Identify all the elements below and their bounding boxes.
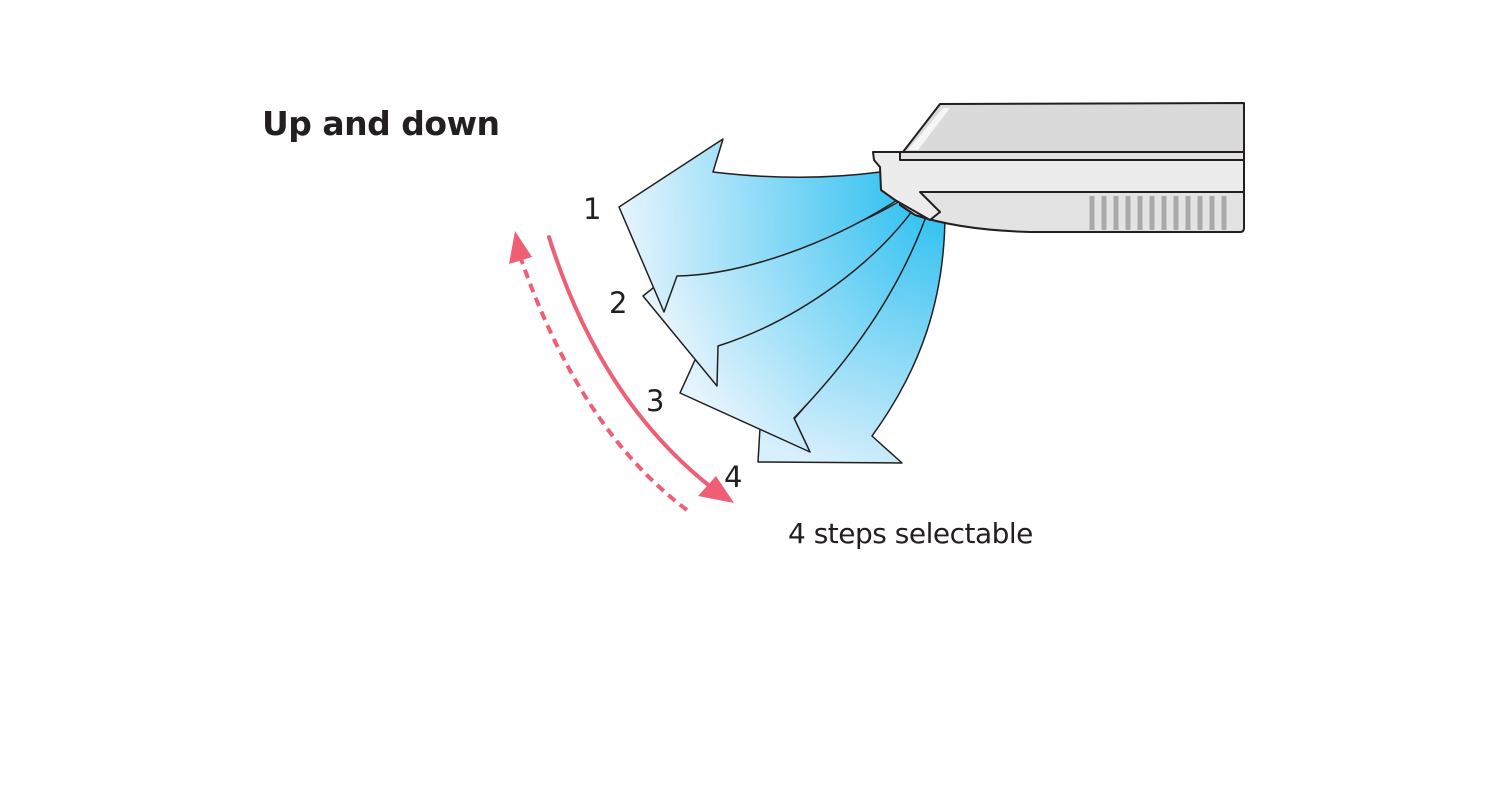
swing-arrowhead-down — [698, 476, 734, 503]
swing-range-arrows-icon — [509, 231, 734, 512]
step-label-2: 2 — [609, 286, 627, 320]
step-label-3: 3 — [646, 384, 664, 418]
airflow-arrows — [618, 138, 946, 464]
swing-arrowhead-up — [509, 231, 532, 264]
vent-slots — [1089, 196, 1227, 230]
swing-arrow-dashed — [518, 255, 689, 512]
diagram-title: Up and down — [262, 104, 500, 143]
airflow-arrow-1 — [618, 138, 906, 313]
step-label-4: 4 — [724, 460, 742, 494]
unit-top — [902, 102, 1245, 153]
air-conditioner-icon — [872, 102, 1245, 233]
unit-top-highlight — [908, 108, 950, 150]
step-label-1: 1 — [583, 192, 601, 226]
swing-arrow-solid — [547, 235, 714, 490]
steps-caption: 4 steps selectable — [788, 517, 1033, 550]
